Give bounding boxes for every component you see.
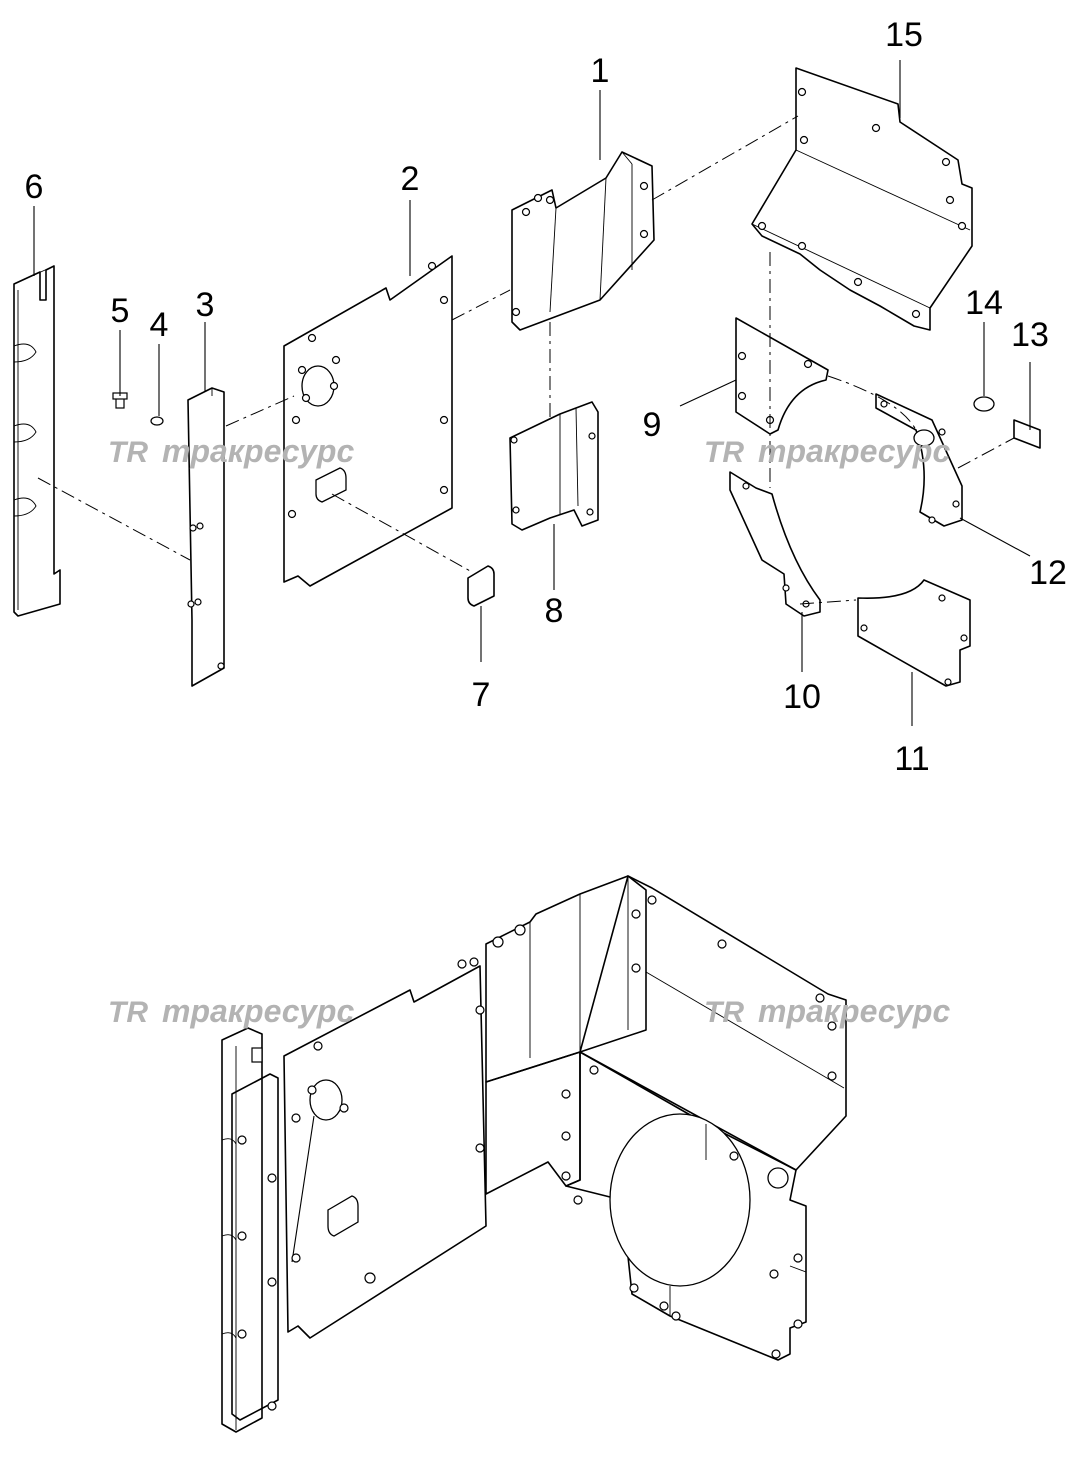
part-9-shroud-upper-left bbox=[735, 317, 829, 435]
part-15-top-plate bbox=[751, 67, 973, 331]
part-8-bracket bbox=[509, 401, 599, 531]
callout-12: 12 bbox=[1029, 554, 1067, 592]
part-2-main-plate bbox=[283, 255, 453, 587]
watermark-logo: TR bbox=[108, 436, 148, 469]
callout-5: 5 bbox=[111, 292, 130, 330]
part-1-duct bbox=[511, 151, 655, 331]
watermark-1: TR тракресурс bbox=[108, 433, 354, 469]
exploded-view: 1 2 3 4 5 6 7 8 9 10 11 12 13 14 15 bbox=[13, 16, 1067, 778]
callout-6: 6 bbox=[25, 168, 44, 206]
watermark-text: тракресурс bbox=[162, 993, 354, 1029]
callout-4: 4 bbox=[150, 306, 169, 344]
callout-7: 7 bbox=[472, 676, 491, 714]
callout-8: 8 bbox=[545, 592, 564, 630]
part-7-cover bbox=[467, 565, 495, 607]
assembly-lines bbox=[37, 115, 1015, 605]
assembled-fan-shroud bbox=[565, 1051, 807, 1361]
part-6-foam-strip bbox=[13, 265, 61, 617]
callout-11: 11 bbox=[894, 740, 929, 778]
part-11-shroud-lower-right bbox=[857, 579, 971, 687]
callout-2: 2 bbox=[401, 160, 420, 198]
watermark-4: TR тракресурс bbox=[704, 993, 950, 1029]
watermark-text: тракресурс bbox=[758, 993, 950, 1029]
callout-14: 14 bbox=[965, 284, 1003, 322]
part-14-plug bbox=[973, 396, 995, 412]
part-10-shroud-lower-left bbox=[729, 471, 821, 617]
callout-10: 10 bbox=[783, 678, 821, 716]
watermark-text: тракресурс bbox=[758, 433, 950, 469]
watermark-2: TR тракресурс bbox=[704, 433, 950, 469]
watermark-text: тракресурс bbox=[162, 433, 354, 469]
assembled-view bbox=[221, 875, 847, 1433]
callout-1: 1 bbox=[591, 52, 610, 90]
watermark-logo: TR bbox=[704, 996, 744, 1029]
assembled-side-panel bbox=[231, 1047, 279, 1421]
callout-3: 3 bbox=[196, 286, 215, 324]
leader-lines bbox=[33, 60, 1031, 726]
callout-labels: 1 2 3 4 5 6 7 8 9 10 11 12 13 14 15 bbox=[25, 16, 1067, 778]
callout-13: 13 bbox=[1011, 316, 1049, 354]
watermark-logo: TR bbox=[704, 436, 744, 469]
part-13-strip bbox=[1013, 419, 1041, 449]
assembled-main-plate bbox=[283, 959, 487, 1339]
assembled-bracket bbox=[485, 1051, 581, 1195]
callout-15: 15 bbox=[885, 16, 923, 54]
watermark-3: TR тракресурс bbox=[108, 993, 354, 1029]
part-3-side-panel bbox=[187, 387, 225, 687]
watermark-logo: TR bbox=[108, 996, 148, 1029]
callout-9: 9 bbox=[643, 406, 662, 444]
assembled-foam-strip bbox=[221, 1027, 263, 1433]
part-12-shroud-right bbox=[875, 393, 963, 527]
part-4-washer bbox=[150, 416, 164, 426]
